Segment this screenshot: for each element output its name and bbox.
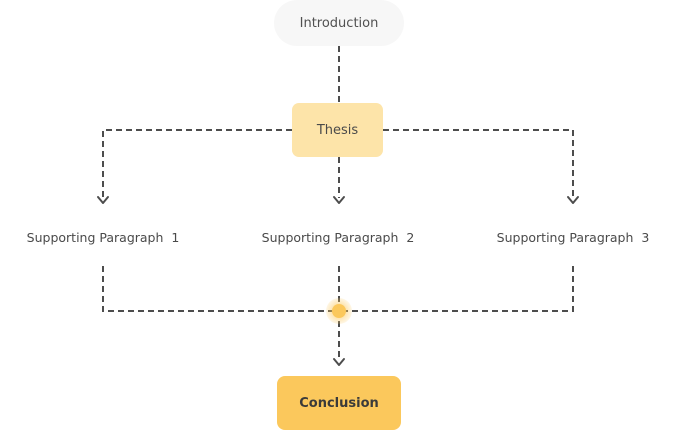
arrowhead-para2: [333, 196, 345, 204]
connector-para3-merge: [339, 266, 574, 312]
connector-thesis-para3: [383, 129, 574, 198]
supporting-paragraph-1: Supporting Paragraph 1: [26, 230, 180, 245]
supporting-paragraph-2: Supporting Paragraph 2: [261, 230, 415, 245]
thesis-label: Thesis: [316, 122, 359, 138]
junction-dot: [332, 304, 346, 318]
introduction-label: Introduction: [299, 15, 379, 31]
arrowhead-para3: [567, 196, 579, 204]
supporting-paragraph-3: Supporting Paragraph 3: [496, 230, 650, 245]
conclusion-label: Conclusion: [299, 395, 379, 411]
introduction-node: Introduction: [274, 0, 404, 46]
thesis-node: Thesis: [292, 103, 383, 157]
arrowhead-conclusion: [333, 358, 345, 366]
connector-thesis-para1: [102, 129, 292, 198]
connector-para1-merge: [102, 266, 339, 312]
arrowhead-para1: [97, 196, 109, 204]
conclusion-node: Conclusion: [277, 376, 401, 430]
